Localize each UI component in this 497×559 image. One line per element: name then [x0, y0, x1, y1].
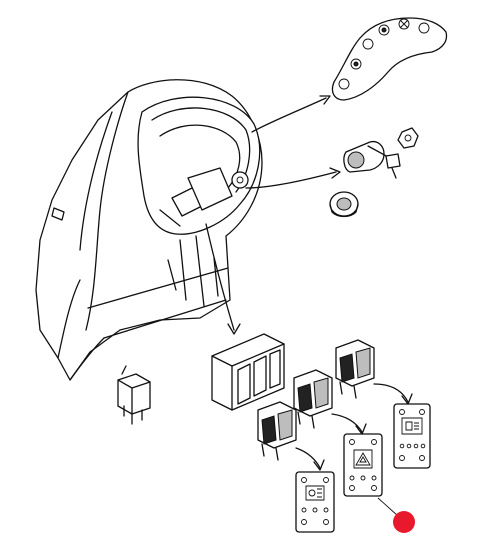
hazard-switch-plate — [343, 433, 383, 497]
red-dot-marker — [393, 511, 415, 533]
leader-arrows — [205, 95, 413, 471]
indicator-panel — [331, 17, 448, 101]
highlight-marker — [377, 497, 415, 533]
lights-switch-plate — [295, 471, 335, 533]
rocker-switch-worklight — [335, 339, 375, 399]
rocker-switch-lights — [257, 401, 297, 461]
worklight-switch-plate — [393, 403, 431, 469]
dashboard-housing — [35, 79, 263, 381]
rocker-switch-hazard — [293, 369, 333, 429]
relay — [117, 365, 151, 425]
ignition-switch — [329, 127, 419, 218]
switch-bracket — [211, 333, 285, 411]
